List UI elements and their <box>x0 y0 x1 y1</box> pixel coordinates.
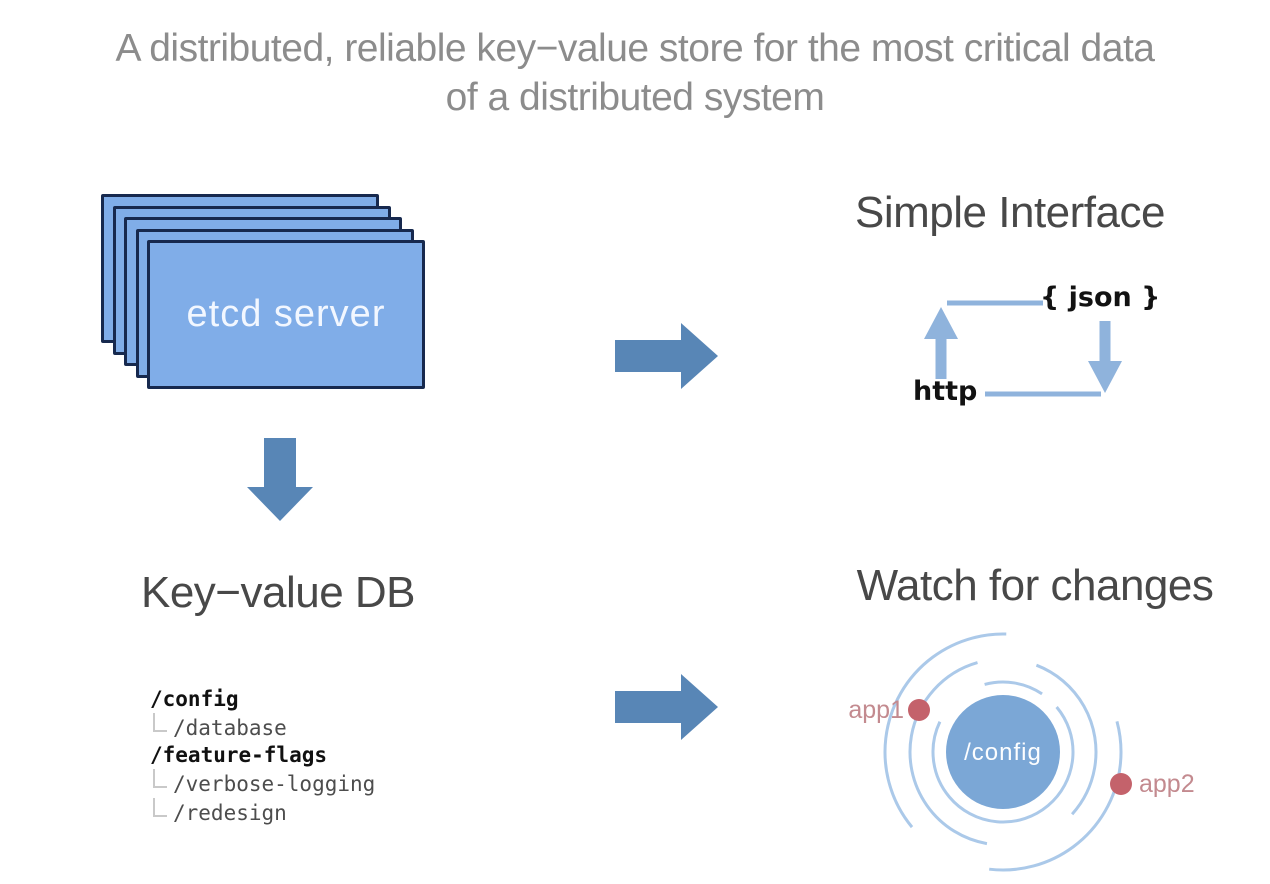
http-node-label: http <box>913 376 978 407</box>
ripple-ring-inner <box>931 680 1075 824</box>
watch-ripple-diagram: /config app1 app2 <box>848 632 1195 872</box>
slide-title-line1: A distributed, reliable key−value store … <box>115 27 1155 70</box>
ripple-ring-middle <box>908 657 1098 847</box>
arrow-right-icon <box>615 323 718 389</box>
etcd-server-label: etcd server <box>186 293 386 335</box>
cycle-down-arrow-head <box>1088 361 1122 393</box>
tree-branch-icon <box>153 769 167 788</box>
tree-item-redesign: /redesign <box>150 798 375 827</box>
tree-item-config: /config <box>150 687 239 711</box>
tree-branch-icon <box>153 713 167 732</box>
etcd-server-front-layer: etcd server <box>147 240 425 389</box>
app2-label: app2 <box>1139 770 1195 798</box>
config-node-circle <box>946 695 1060 809</box>
slide-title-line2: of a distributed system <box>445 76 825 119</box>
etcd-server-stack: etcd server <box>101 194 431 394</box>
app2-dot-icon <box>1110 773 1132 795</box>
tree-branch-icon <box>153 798 167 817</box>
tree-item-verbose-logging: /verbose-logging <box>150 769 375 798</box>
tree-item-feature-flags: /feature-flags <box>150 743 328 767</box>
cycle-up-arrow-head <box>924 307 958 339</box>
key-value-db-heading: Key−value DB <box>140 568 416 617</box>
ripple-ring-outer <box>883 632 1123 872</box>
tree-item-database: /database <box>150 713 375 742</box>
arrow-right-icon <box>615 674 718 740</box>
app1-label: app1 <box>848 696 904 724</box>
watch-for-changes-heading: Watch for changes <box>856 561 1214 610</box>
slide-title: A distributed, reliable key−value store … <box>0 24 1270 122</box>
simple-interface-heading: Simple Interface <box>855 188 1165 237</box>
key-value-tree: /config /database /feature-flags /verbos… <box>150 686 375 827</box>
arrow-down-icon <box>247 438 313 521</box>
http-json-cycle-diagram <box>924 300 1122 397</box>
app1-dot-icon <box>908 699 930 721</box>
config-node-label: /config <box>964 739 1042 766</box>
json-node-label: { json } <box>1040 282 1161 313</box>
